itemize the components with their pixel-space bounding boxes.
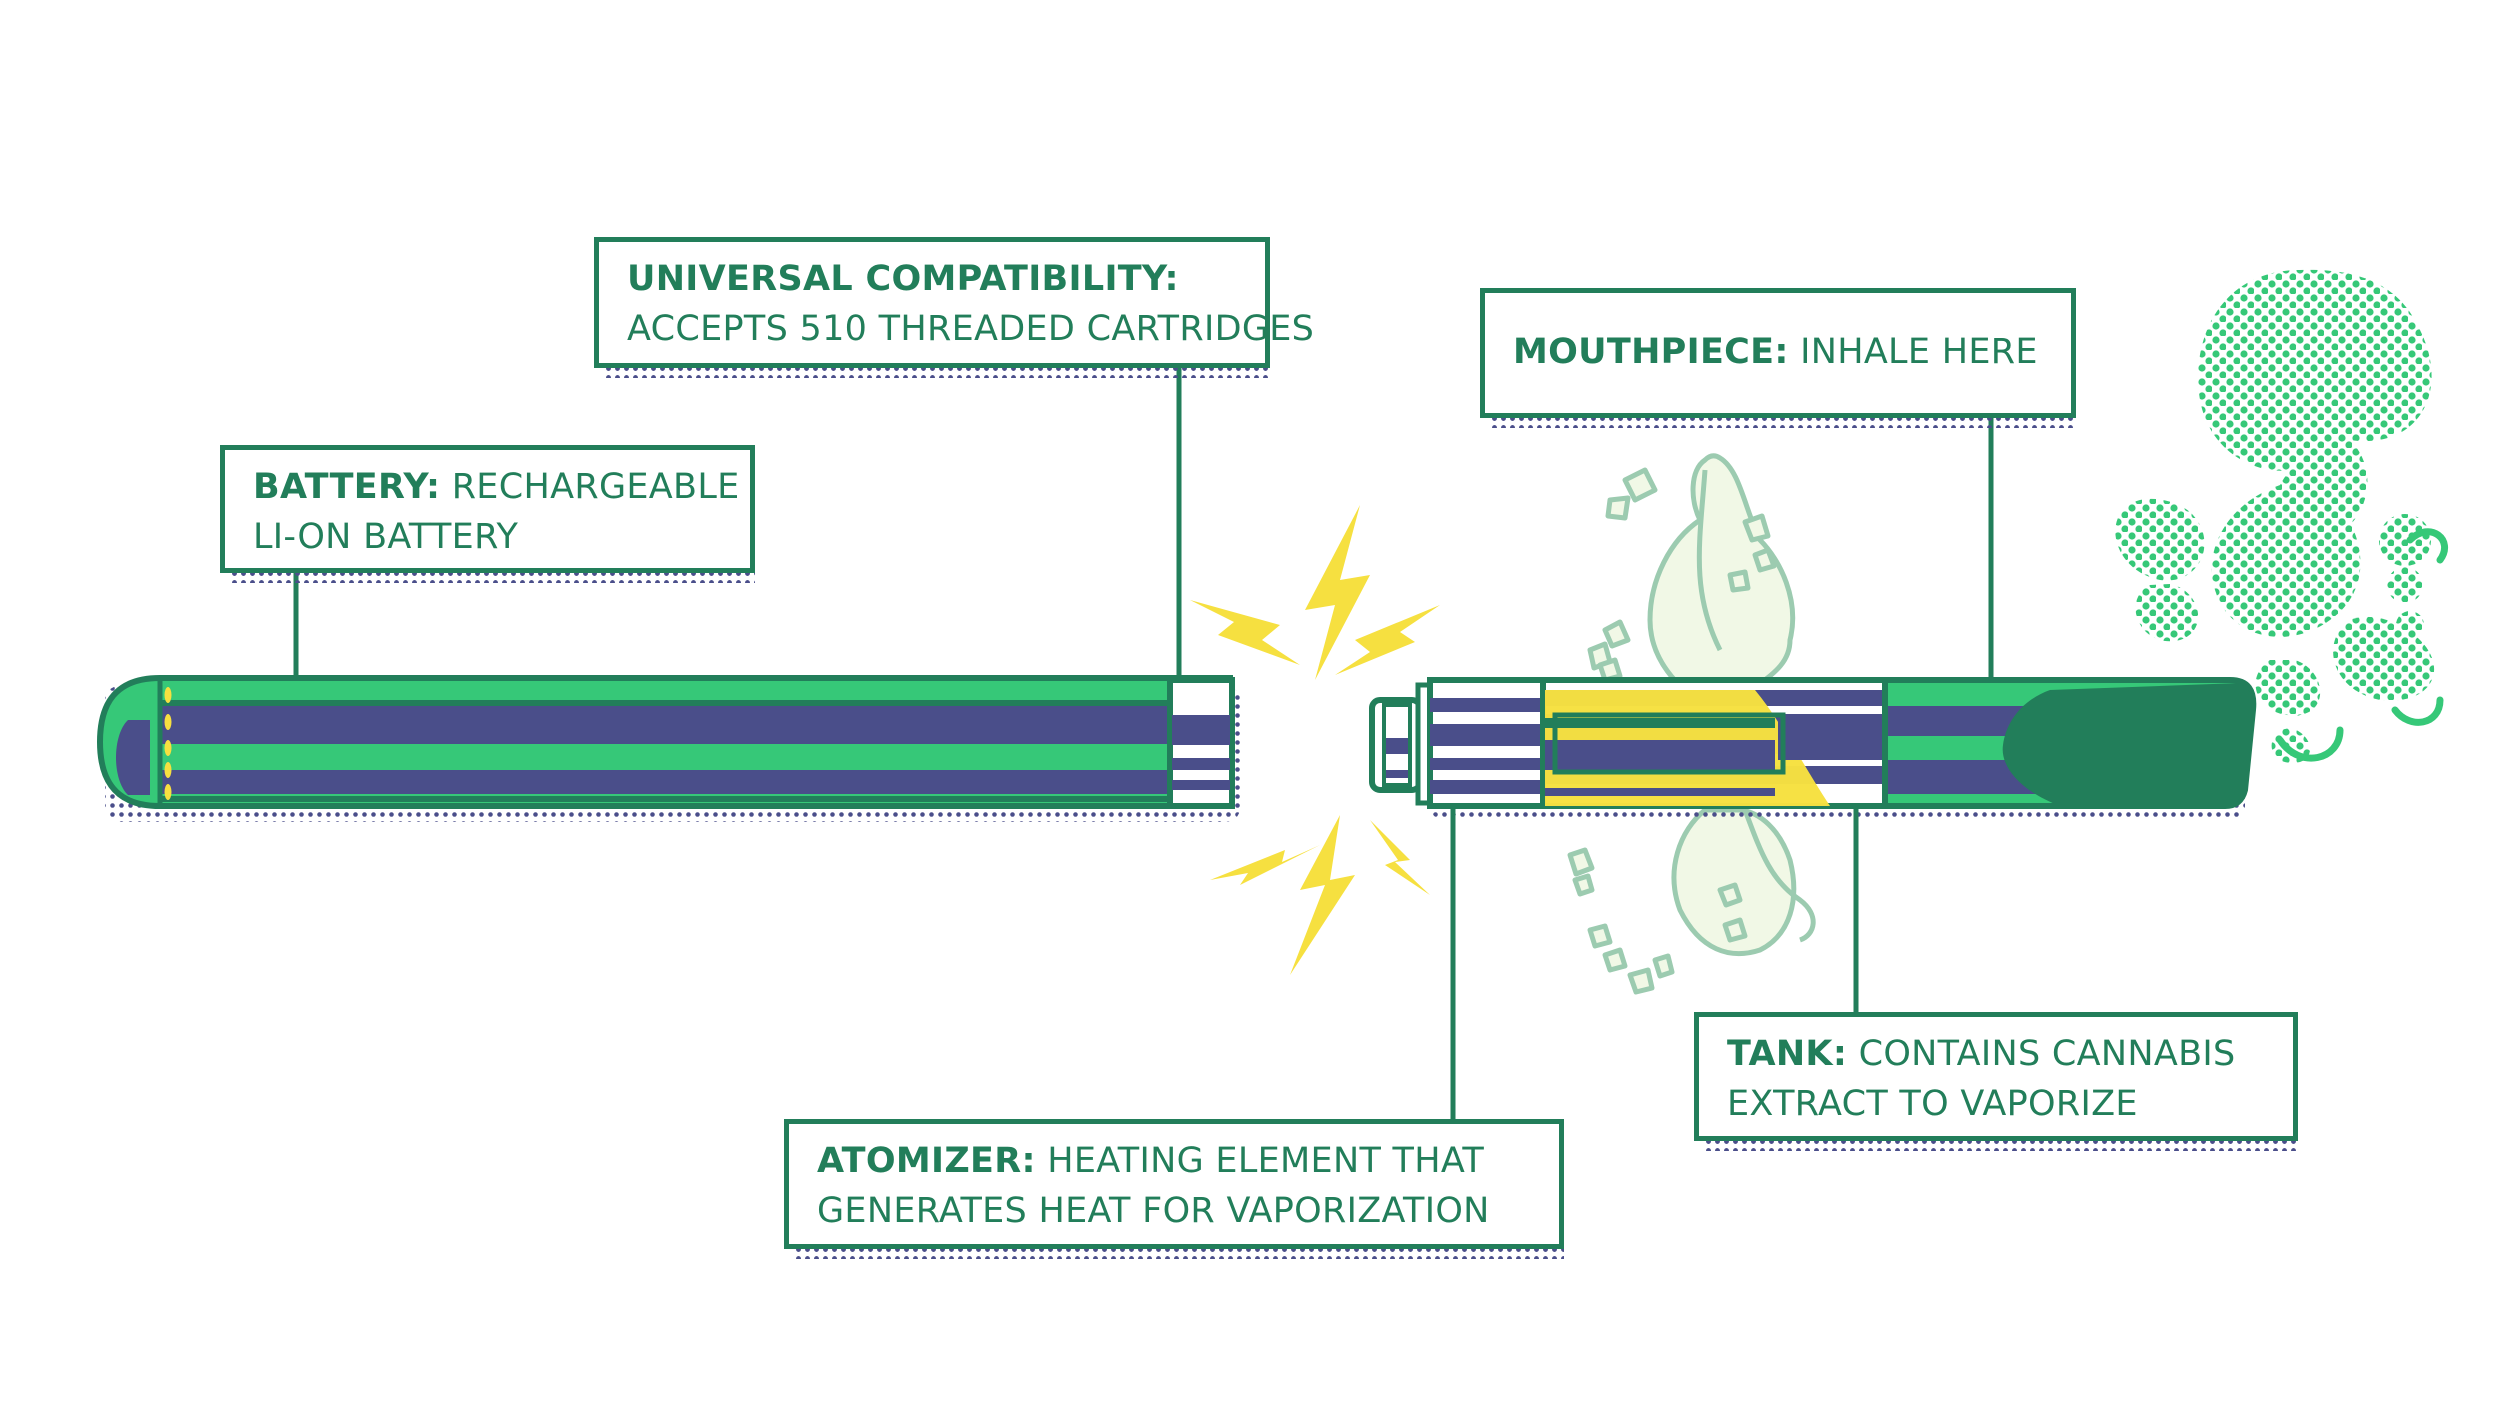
battery-body <box>96 675 1240 822</box>
label-title: BATTERY: <box>253 467 441 507</box>
label-desc: RECHARGEABLE <box>451 467 740 507</box>
cannabis-leaf-icon <box>1567 453 1816 995</box>
label-tank: TANK: CONTAINS CANNABIS EXTRACT TO VAPOR… <box>1694 1012 2298 1141</box>
cartridge-body <box>1369 677 2257 820</box>
leader-lines <box>293 368 1994 1122</box>
label-desc: CONTAINS CANNABIS <box>1858 1034 2236 1074</box>
lightning-bolt-icon <box>1190 505 1440 975</box>
vapor-wisp-icon <box>2276 528 2449 762</box>
label-desc: EXTRACT TO VAPORIZE <box>1727 1084 2138 1124</box>
label-desc: LI-ON BATTERY <box>253 517 519 557</box>
label-desc: ACCEPTS 510 THREADED CARTRIDGES <box>627 309 1315 349</box>
label-title: TANK: <box>1727 1034 1848 1074</box>
label-atomizer: ATOMIZER: HEATING ELEMENT THAT GENERATES… <box>784 1119 1564 1249</box>
battery-indicator-lights <box>164 687 172 800</box>
vapor-cloud-icon <box>2115 269 2435 763</box>
label-title: UNIVERSAL COMPATIBILITY: <box>627 259 1179 299</box>
label-desc: GENERATES HEAT FOR VAPORIZATION <box>817 1191 1490 1231</box>
label-mouthpiece: MOUTHPIECE: INHALE HERE <box>1480 288 2076 418</box>
label-battery: BATTERY: RECHARGEABLE LI-ON BATTERY <box>220 445 755 573</box>
label-universal-compatibility: UNIVERSAL COMPATIBILITY: ACCEPTS 510 THR… <box>594 237 1314 368</box>
label-title: MOUTHPIECE: <box>1513 332 1789 372</box>
label-title: ATOMIZER: <box>817 1141 1036 1181</box>
label-desc: INHALE HERE <box>1800 332 2038 372</box>
label-desc: HEATING ELEMENT THAT <box>1047 1141 1485 1181</box>
